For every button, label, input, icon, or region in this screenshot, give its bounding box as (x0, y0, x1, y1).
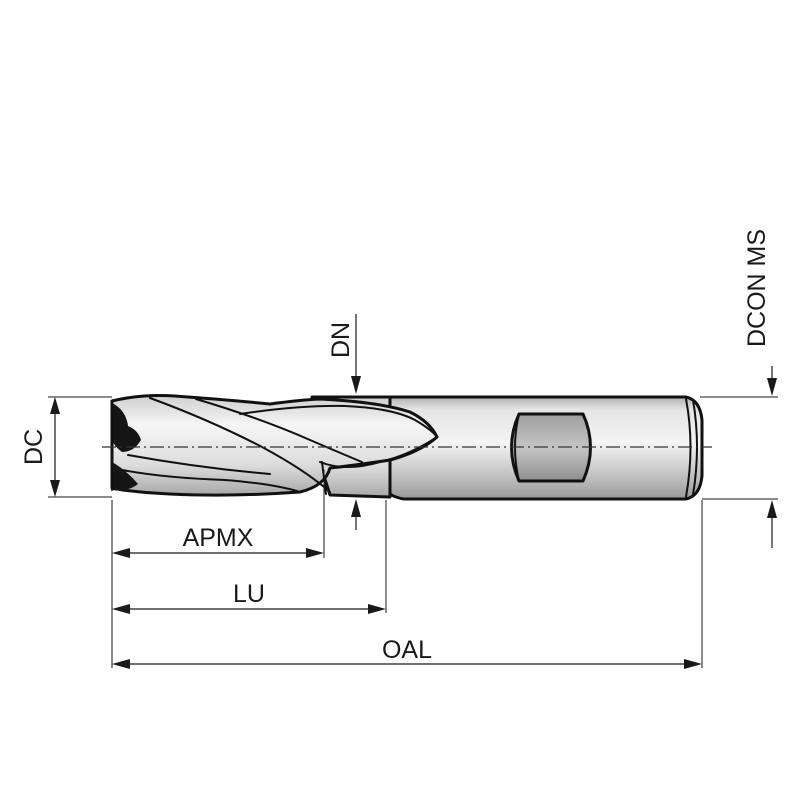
dc-dimension: DC (20, 397, 60, 497)
dn-dimension: DN (327, 314, 361, 530)
oal-dimension: OAL (112, 636, 702, 669)
dcon-ms-label: DCON MS (743, 229, 771, 347)
oal-label: OAL (382, 636, 432, 664)
dcon-ms-dimension: DCON MS (743, 229, 777, 548)
dc-label: DC (20, 429, 48, 465)
flute-curve-4 (121, 469, 301, 493)
apmx-label: APMX (183, 524, 254, 552)
weldon-flat (510, 412, 592, 483)
flute-curve-2 (195, 398, 363, 463)
flute-curve-3 (239, 404, 438, 438)
extension-lines (48, 396, 778, 668)
apmx-dimension: APMX (112, 524, 324, 558)
lu-label: LU (233, 580, 265, 608)
cutting-tip-lower (112, 462, 138, 491)
lu-dimension: LU (112, 580, 386, 614)
flute-curve-1 (149, 397, 331, 493)
dn-label: DN (327, 322, 355, 358)
end-mill-tool (110, 394, 704, 501)
cutting-tip (112, 403, 141, 452)
flute-curve-6 (127, 454, 271, 475)
